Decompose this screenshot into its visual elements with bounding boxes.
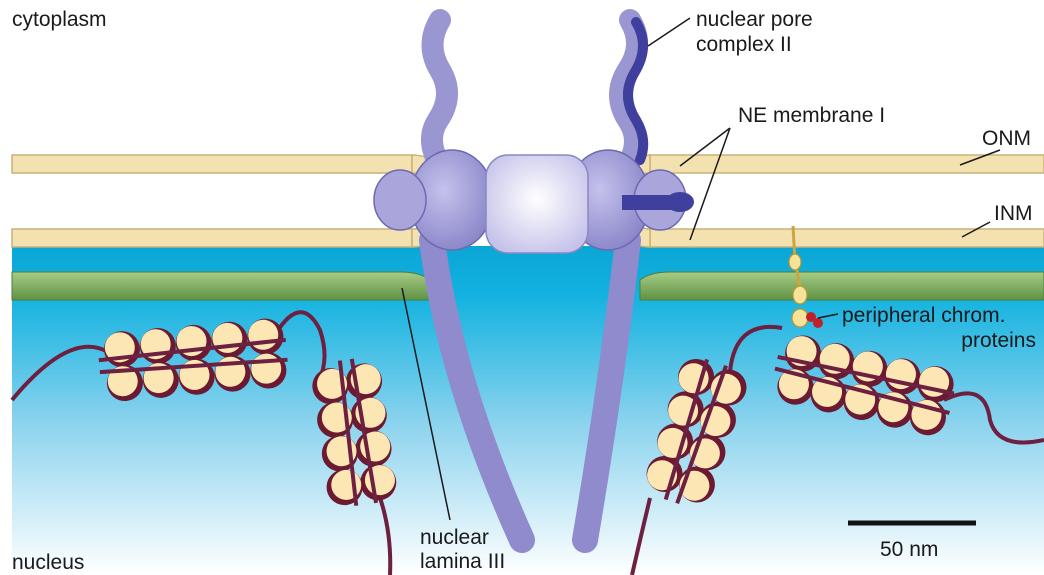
onm-right [650,155,1044,173]
nuclear-lamina-right [640,272,1044,300]
label-cytoplasm: cytoplasm [12,8,107,31]
label-peripheral-line1: peripheral chrom. [842,304,1005,327]
label-npc-line2: complex II [696,33,792,56]
label-inm: INM [994,202,1033,225]
label-npc-line1: nuclear pore [696,8,813,31]
label-lamina-line2: lamina III [420,550,505,573]
leader-npc [648,18,690,46]
onm-left [12,155,412,173]
peripheral-protein-bead-3 [792,309,808,327]
label-nucleus: nucleus [12,551,84,574]
label-onm: ONM [982,127,1031,150]
cytoplasmic-filament-left [432,20,447,165]
peripheral-protein-bead-2 [793,286,807,304]
label-scale: 50 nm [880,538,938,561]
central-transporter [486,155,588,253]
label-peripheral-line2: proteins [842,329,1036,352]
lumenal-domain-left [374,170,426,230]
inm-right [650,229,1044,247]
inm-left [12,229,412,247]
label-ne-membrane: NE membrane I [738,104,885,127]
transmembrane-knob [666,192,694,212]
leader-ne-inm [690,128,730,240]
peripheral-protein-bead-1 [789,254,801,270]
peripheral-protein-red-2 [813,318,823,328]
nuclear-lamina-left [12,272,430,300]
label-lamina-line1: nuclear [420,526,489,549]
